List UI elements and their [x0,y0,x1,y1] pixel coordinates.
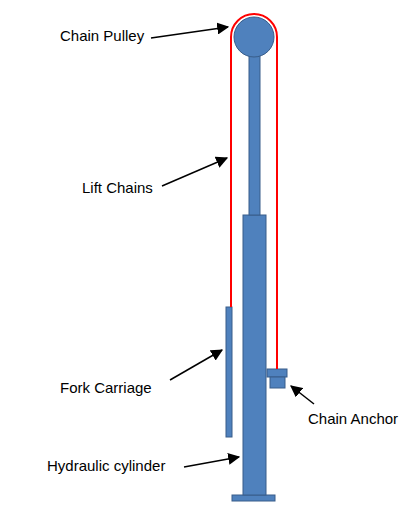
leader-arrow [162,158,227,186]
leader-arrow [184,457,239,467]
part-label: Hydraulic cylinder [47,457,165,474]
leader-arrow [151,27,228,38]
base-plate [232,495,275,501]
part-label: Lift Chains [82,179,153,196]
chain-pulley [234,17,274,57]
chain-anchor [267,369,287,377]
hydraulic-cylinder [243,215,266,495]
part-label-box: Lift Chains [82,179,153,197]
part-label-box: Chain Pulley [60,27,144,45]
piston-rod [249,52,260,215]
part-label: Fork Carriage [60,379,152,396]
part-label: Chain Pulley [60,27,144,44]
leader-arrow [291,386,314,404]
chain-anchor-block [270,377,285,388]
part-label-box: Chain Anchor [308,410,398,428]
part-label-box: Fork Carriage [60,379,152,397]
leader-arrow [170,350,222,380]
lift-chain [231,14,277,369]
part-label-box: Hydraulic cylinder [47,457,165,475]
part-label: Chain Anchor [308,410,398,427]
fork-carriage [226,307,232,437]
